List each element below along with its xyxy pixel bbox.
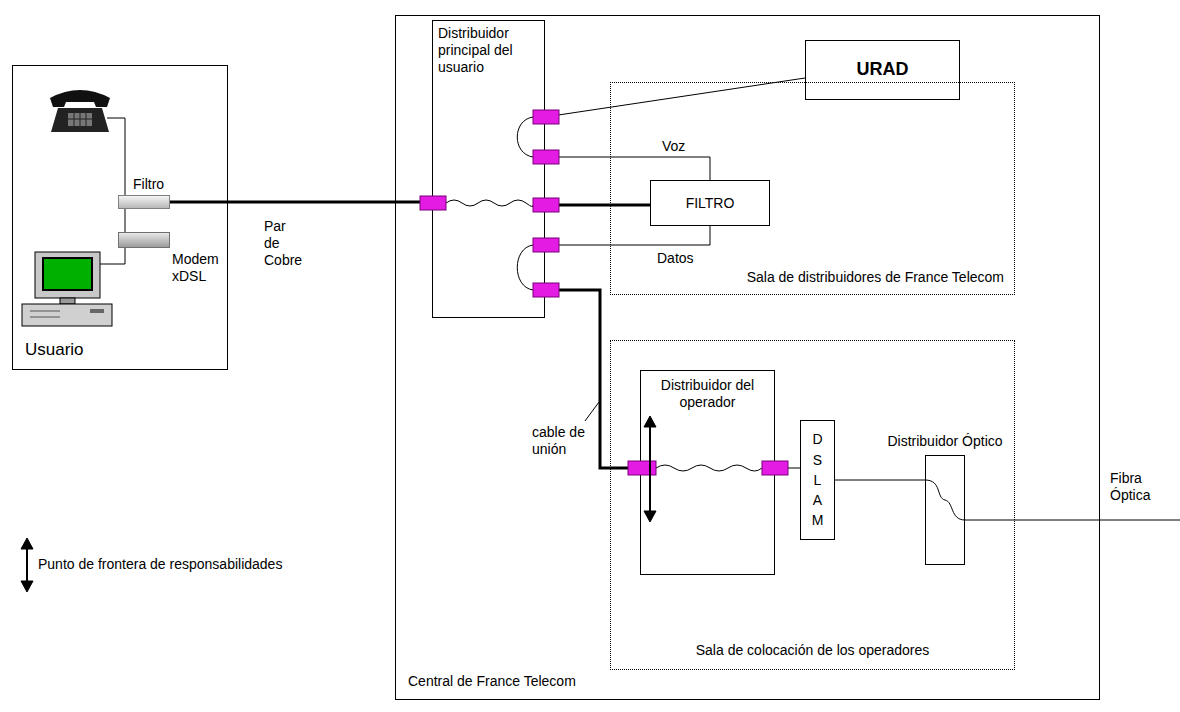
legend-arrow-sample: [21, 538, 33, 549]
computer-icon: [35, 252, 100, 298]
node-label: Central de France Telecom: [408, 673, 576, 690]
fiber-label: Fibra Óptica: [1108, 470, 1174, 504]
filter-box: FILTRO: [650, 180, 770, 226]
computer-icon: [43, 258, 92, 290]
legend-arrow-sample: [21, 538, 33, 592]
connector-line: [170, 201, 432, 204]
telephone-icon: [50, 90, 110, 132]
jumper-wire: [517, 245, 533, 290]
node-label: Filtro: [133, 176, 164, 193]
node-label: URAD: [857, 59, 909, 81]
boundary-arrow: [644, 416, 656, 427]
node-label: FILTRO: [686, 195, 735, 212]
callout-label: cable de unión: [530, 424, 596, 458]
connection-port: [533, 283, 559, 297]
user-wires: [100, 248, 125, 264]
boundary-arrow: [644, 511, 656, 522]
operator-wave: [656, 465, 762, 471]
telephone-icon: [50, 90, 110, 107]
edge-label: Datos: [655, 250, 696, 267]
edge-label: Voz: [660, 138, 687, 155]
connection-port: [628, 461, 656, 475]
user-wires: [100, 118, 125, 264]
connection-port: [762, 461, 788, 475]
jumper-wire: [517, 117, 533, 157]
operator-distribution-frame: Distribuidor del operador: [640, 370, 775, 575]
connection-port: [420, 110, 788, 475]
legend-arrow-sample: [26, 547, 28, 583]
colocation-room: Sala de colocación de los operadores Dist…: [610, 340, 1015, 670]
dslam-box: DSLAM: [800, 420, 835, 540]
connection-port: [533, 238, 559, 252]
legend-arrow-sample: [21, 581, 33, 592]
splitter-filter: Filtro: [118, 195, 170, 209]
connection-port: [533, 198, 559, 212]
leader-line: [585, 402, 599, 421]
node-label: DSLAM: [811, 429, 825, 530]
connection-port: [533, 150, 559, 164]
boundary-arrow: [644, 416, 656, 522]
connector-line: [545, 226, 710, 245]
computer-icon: [60, 298, 75, 304]
computer-icon: [22, 304, 112, 326]
node-label: Distribuidor Óptico: [882, 433, 1008, 450]
optical-fiber: [965, 520, 1180, 521]
connector-line: [835, 480, 925, 481]
jumper-wire: [517, 117, 533, 290]
xdsl-modem: Modem xDSL: [118, 232, 170, 248]
node-label: Usuario: [25, 340, 84, 360]
telephone-icon: [68, 113, 92, 126]
legend-text: Punto de frontera de responsabilidades: [36, 556, 284, 573]
telephone-icon: [51, 108, 109, 132]
connector-line: [545, 204, 650, 207]
connector-line: [545, 157, 710, 180]
connection-port: [420, 196, 446, 210]
node-label: Distribuidor principal del usuario: [438, 25, 540, 75]
telephone-icon: [68, 119, 92, 120]
urad-box: URAD: [805, 40, 960, 100]
computer-icon: [30, 311, 60, 312]
node-label: Sala de colocación de los operadores: [611, 642, 1014, 659]
optical-distribution-frame: Distribuidor Óptico: [925, 455, 965, 565]
edge-label: Par de Cobre: [262, 218, 304, 268]
computer-icon: [30, 317, 60, 318]
user-wires: [107, 118, 125, 195]
connector-line: [545, 78, 805, 117]
copper-pair-wave: [446, 200, 533, 207]
computer-icon: [90, 309, 104, 313]
node-label: Modem xDSL: [172, 251, 226, 285]
main-distribution-frame: Distribuidor principal del usuario: [432, 20, 545, 318]
central-office-box: Central de France Telecom Distribuidor pr…: [395, 15, 1100, 700]
connection-port: [533, 110, 559, 124]
boundary-arrow: [649, 425, 651, 513]
user-wires: [125, 209, 126, 232]
optical-wave: [925, 480, 965, 520]
node-label: Sala de distribuidores de France Telecom: [747, 269, 1004, 286]
node-label: Distribuidor del operador: [645, 377, 770, 411]
computer-icon: [22, 252, 112, 326]
